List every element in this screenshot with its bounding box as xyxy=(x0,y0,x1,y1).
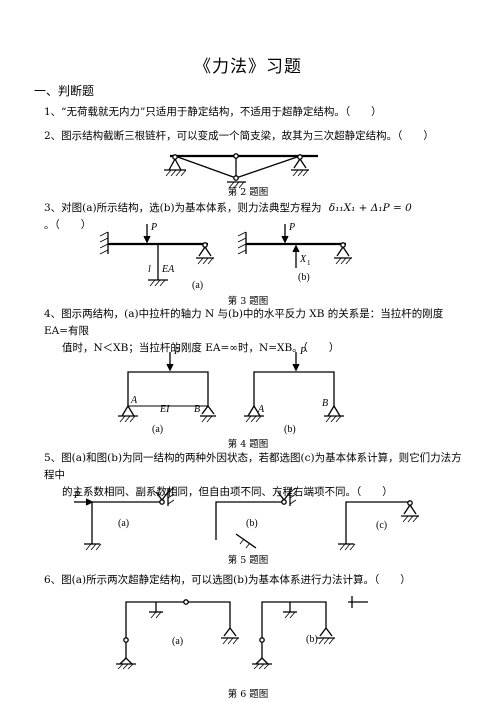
label-P-4b: P xyxy=(299,346,306,357)
label-X1: X xyxy=(299,254,307,265)
caption-q5: 第 5 题图 xyxy=(227,555,269,566)
question-3-equation: δ₁₁X₁ + Δ₁P = 0 xyxy=(328,202,412,214)
question-1: 1、“无荷载就无内力”只适用于静定结构，不适用于超静定结构。（ ） xyxy=(44,106,382,118)
figure-q2 xyxy=(164,153,318,189)
label-a-5: (a) xyxy=(118,518,129,529)
label-P-3b: P xyxy=(288,222,295,233)
question-2: 2、图示结构截断三根链杆，可以变成一个简支梁，故其为三次超静定结构。（ ） xyxy=(44,130,434,142)
figure-q6: (a) (b) xyxy=(116,596,368,670)
label-l: l xyxy=(148,264,151,275)
question-4: 4、图示两结构，(a)中拉杆的轴力 N 与(b)中的水平反力 XB 的关系是：当… xyxy=(44,306,464,357)
label-a-6: (a) xyxy=(172,636,183,647)
question-4-line2: 值时，N＜XB；当拉杆的刚度 EA=∞时，N=XB。（ ） xyxy=(62,342,340,354)
label-b-3: (b) xyxy=(298,272,310,283)
question-5-line2: 的主系数相同、副系数相同，但自由项不同、方程右端项不同。（ ） xyxy=(62,486,393,498)
label-c-5: (c) xyxy=(376,520,387,531)
label-EA: EA xyxy=(161,264,175,275)
question-3: 3、对图(a)所示结构，选(b)为基本体系，则力法典型方程为 δ₁₁X₁ + Δ… xyxy=(44,200,464,234)
label-EI: EI xyxy=(159,404,170,415)
figure-q5: P (a) (b) (c) xyxy=(73,487,419,551)
label-P-5a: P xyxy=(73,490,80,501)
label-P-3a: P xyxy=(150,222,157,233)
question-6: 6、图(a)所示两次超静定结构，可以选图(b)为基本体系进行力法计算。（ ） xyxy=(44,574,411,586)
label-B-4b: B xyxy=(322,398,328,409)
page-title: 《力法》习题 xyxy=(194,57,302,77)
label-A-4a: A xyxy=(130,395,138,406)
caption-q2: 第 2 题图 xyxy=(227,187,269,198)
caption-q3: 第 3 题图 xyxy=(227,296,269,307)
label-a-3: (a) xyxy=(192,280,203,291)
label-b-6: (b) xyxy=(306,634,318,645)
caption-q6: 第 6 题图 xyxy=(227,689,269,700)
section-heading: 一、判断题 xyxy=(34,84,95,98)
label-b-5: (b) xyxy=(246,518,258,529)
label-a-4: (a) xyxy=(152,424,163,435)
figure-q4: P A EI B (a) P A B (b) xyxy=(118,346,344,435)
caption-q4: 第 4 题图 xyxy=(227,439,269,450)
question-5: 5、图(a)和图(b)为同一结构的两种外因状态，若都选图(c)为基本体系计算，则… xyxy=(44,450,464,501)
label-B-4a: B xyxy=(194,404,200,415)
label-X1-sub: 1 xyxy=(307,259,311,267)
label-A-4b: A xyxy=(257,404,265,415)
question-5-line1: 5、图(a)和图(b)为同一结构的两种外因状态，若都选图(c)为基本体系计算，则… xyxy=(44,452,462,481)
question-4-line1: 4、图示两结构，(a)中拉杆的轴力 N 与(b)中的水平反力 XB 的关系是：当… xyxy=(44,308,444,337)
figure-q3: P l EA (a) P X 1 (b) xyxy=(99,222,352,291)
label-b-4: (b) xyxy=(284,424,296,435)
question-3-text: 3、对图(a)所示结构，选(b)为基本体系，则力法典型方程为 xyxy=(44,202,322,214)
question-3-text-end: 。（ ） xyxy=(44,219,92,231)
label-P-4a: P xyxy=(173,346,180,357)
